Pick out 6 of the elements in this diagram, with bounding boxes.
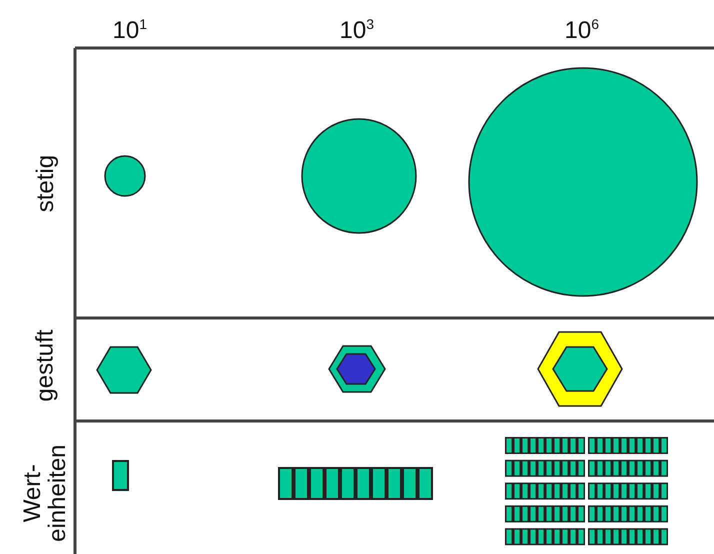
row-label: stetig <box>32 154 58 212</box>
row-label: gestuft <box>32 329 58 402</box>
axis-label: 10$^{1}$ <box>112 17 147 44</box>
axis-label: 10$^{3}$ <box>340 17 374 44</box>
row-label: Wert- einheiten <box>20 443 70 544</box>
axis-label: 10$^{6}$ <box>564 17 599 44</box>
